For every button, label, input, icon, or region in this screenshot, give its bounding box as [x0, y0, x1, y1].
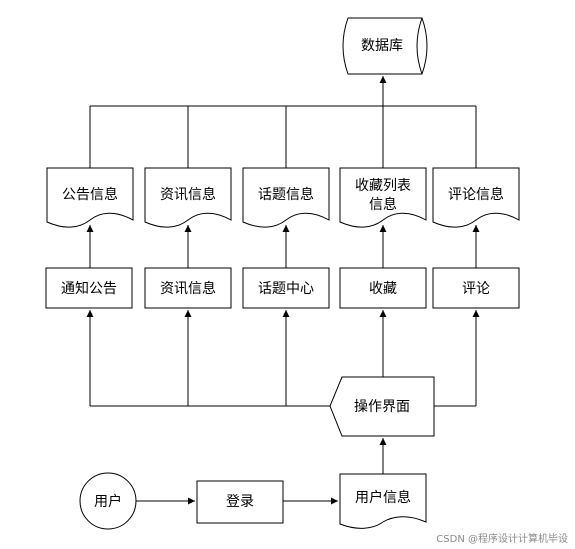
- module-label-topic: 话题中心: [258, 281, 314, 297]
- document-label-comments: 评论信息: [448, 186, 504, 203]
- document-node-notice: 公告信息: [46, 167, 134, 228]
- operation-interface-label: 操作界面: [354, 399, 410, 415]
- document-node-favorites: 收藏列表 信息: [339, 167, 427, 228]
- module-box-news: 资讯信息: [144, 267, 232, 309]
- document-node-topic: 话题信息: [242, 167, 330, 228]
- database-bus: [89, 76, 477, 168]
- module-box-topic: 话题中心: [242, 267, 330, 309]
- user-node: 用户: [79, 472, 137, 530]
- document-label-notice: 公告信息: [62, 186, 118, 203]
- login-label: 登录: [226, 494, 254, 510]
- operation-interface-node: 操作界面: [329, 376, 435, 437]
- document-label-favorites-line2: 信息: [369, 196, 397, 213]
- module-box-notice: 通知公告: [45, 267, 133, 309]
- user-label: 用户: [94, 493, 122, 510]
- module-label-news: 资讯信息: [160, 280, 216, 297]
- document-label-news: 资讯信息: [160, 186, 216, 203]
- operation-distribution-lines: [86, 310, 480, 407]
- module-label-comments: 评论: [462, 281, 490, 297]
- document-label-favorites-line1: 收藏列表: [355, 178, 411, 194]
- login-node: 登录: [196, 480, 284, 524]
- document-node-news: 资讯信息: [144, 167, 232, 228]
- module-label-notice: 通知公告: [61, 280, 117, 297]
- document-node-comments: 评论信息: [432, 167, 520, 228]
- module-label-favorites: 收藏: [369, 281, 397, 297]
- user-info-label: 用户信息: [355, 489, 411, 506]
- database-label: 数据库: [361, 38, 403, 54]
- user-info-node: 用户信息: [339, 473, 427, 529]
- watermark-text: CSDN @程序设计计算机毕设: [436, 532, 568, 545]
- module-box-favorites: 收藏: [339, 267, 427, 309]
- database-node: 数据库: [342, 17, 428, 75]
- module-to-document-arrows: [86, 225, 480, 268]
- document-label-topic: 话题信息: [258, 186, 314, 203]
- module-box-comments: 评论: [432, 267, 520, 309]
